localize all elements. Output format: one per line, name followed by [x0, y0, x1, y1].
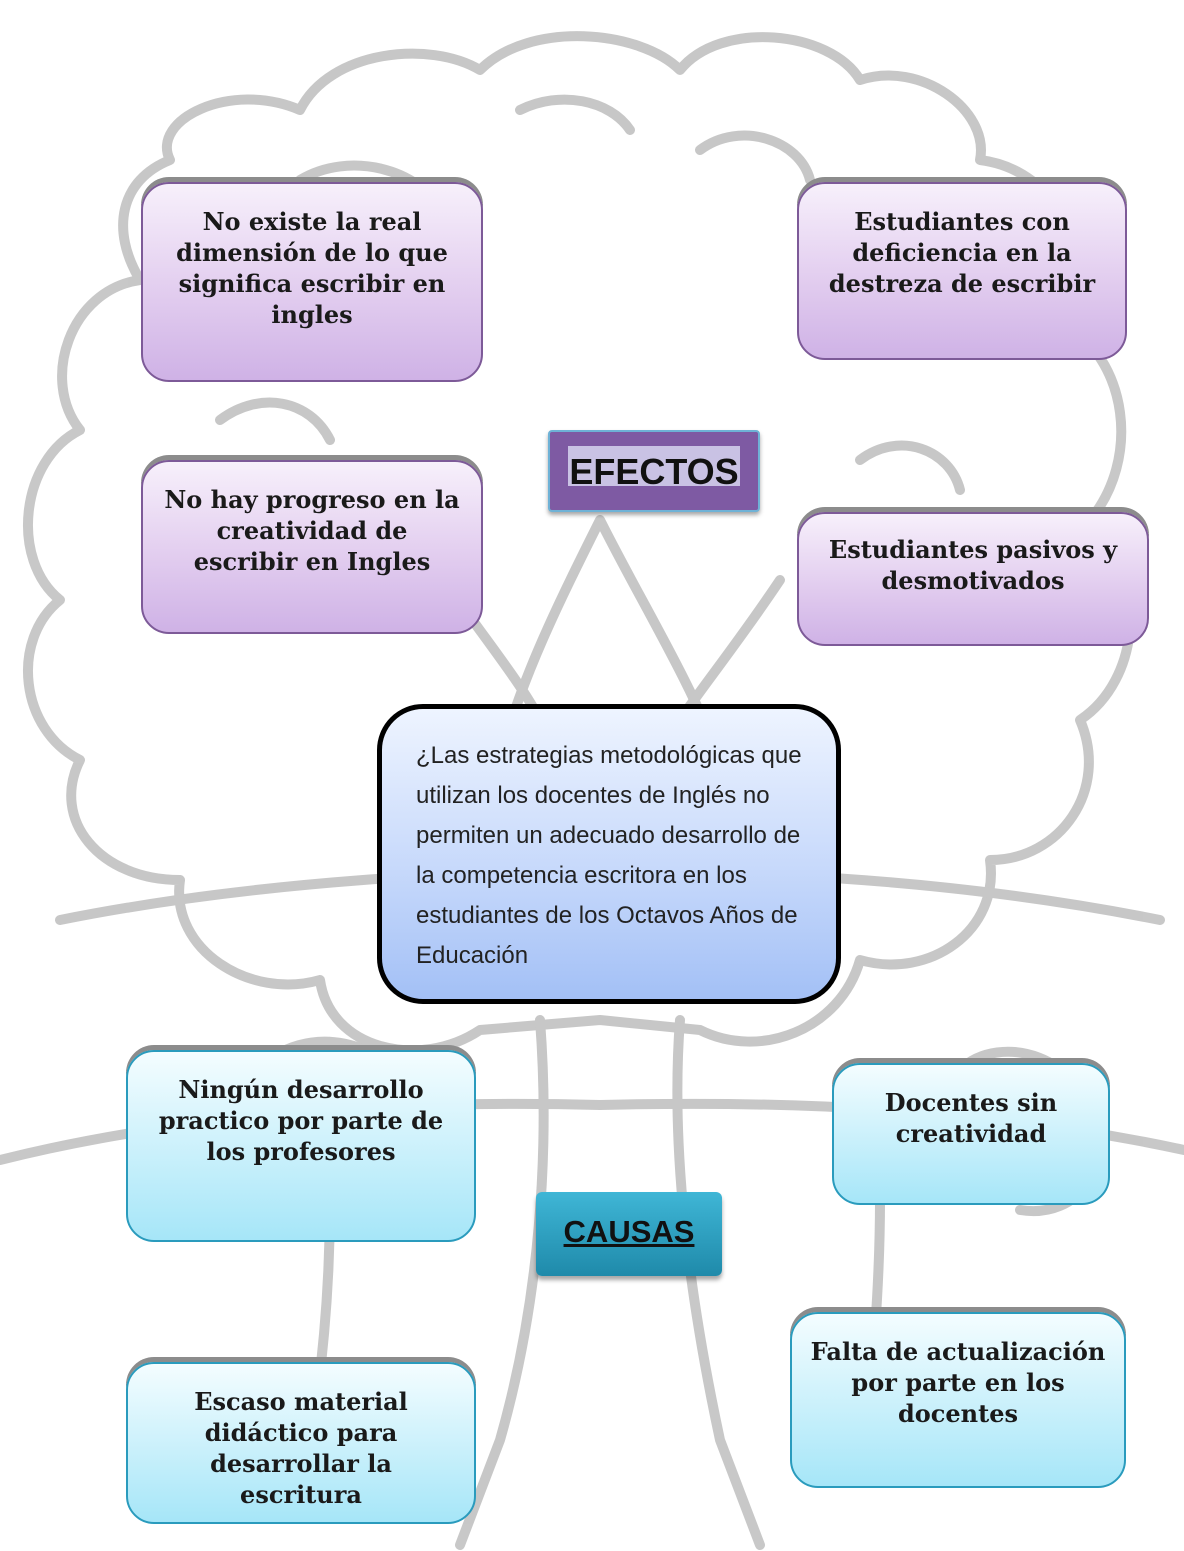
effect-box-4: Estudiantes pasivos y desmotivados [797, 512, 1149, 646]
effect-box-2: Estudiantes con deficiencia en la destre… [797, 182, 1127, 360]
effect-box-1: No existe la real dimensión de lo que si… [141, 182, 483, 382]
effects-heading-label: EFECTOS [569, 451, 739, 492]
cause-box-1: Ningún desarrollo practico por parte de … [126, 1050, 476, 1242]
tree-crown-outline [22, 31, 1136, 1056]
central-problem-text: ¿Las estrategias metodológicas que utili… [416, 742, 802, 969]
cause-text-3: Falta de actualización por parte en los … [810, 1337, 1106, 1428]
effect-text-4: Estudiantes pasivos y desmotivados [828, 535, 1118, 595]
cause-text-4: Escaso material didáctico para desarroll… [194, 1387, 408, 1509]
cause-text-1: Ningún desarrollo practico por parte de … [158, 1075, 444, 1166]
effects-heading-panel [568, 446, 740, 486]
central-problem-box: ¿Las estrategias metodológicas que utili… [377, 704, 841, 1004]
causes-heading: CAUSAS [536, 1192, 722, 1276]
effect-text-3: No hay progreso en la creatividad de esc… [164, 485, 460, 576]
cause-box-2: Docentes sin creatividad [832, 1063, 1110, 1205]
tree-trunk [455, 1015, 765, 1550]
effect-text-2: Estudiantes con deficiencia en la destre… [828, 207, 1096, 298]
cause-text-2: Docentes sin creatividad [884, 1088, 1058, 1148]
tree-branches [425, 515, 785, 765]
effect-text-1: No existe la real dimensión de lo que si… [176, 207, 448, 329]
cause-box-3: Falta de actualización por parte en los … [790, 1312, 1126, 1488]
tree-crown-inner [215, 94, 965, 495]
effect-box-3: No hay progreso en la creatividad de esc… [141, 460, 483, 634]
effects-heading: EFECTOS [548, 430, 760, 512]
cause-box-4: Escaso material didáctico para desarroll… [126, 1362, 476, 1524]
